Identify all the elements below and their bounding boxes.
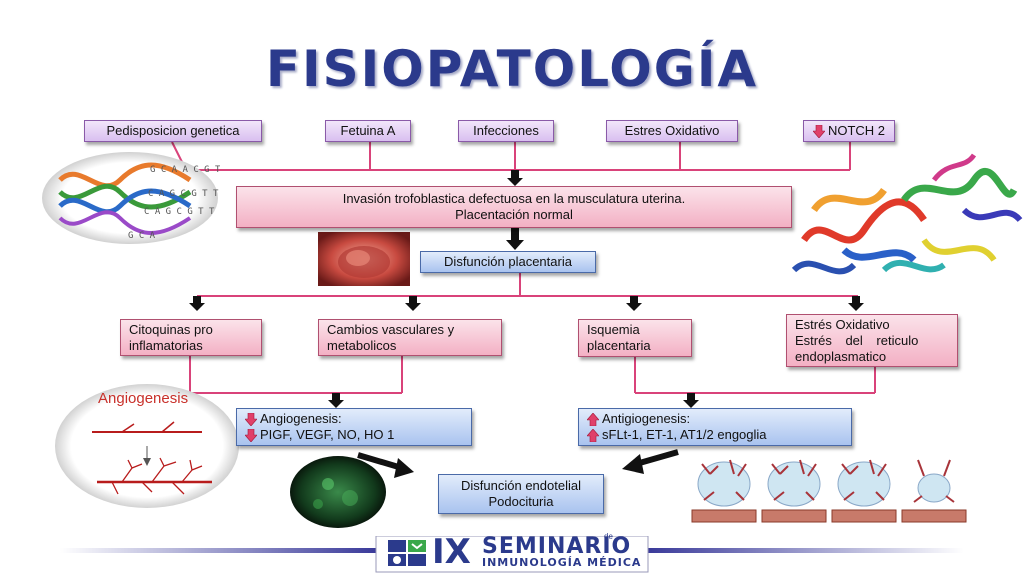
box-label: Pedisposicion genetica [106,123,240,138]
antiangiogenesis-box: Antigiogenesis: sFLt-1, ET-1, AT1/2 engo… [578,408,852,446]
dna-letters: C A G C G T T A G [148,189,220,199]
dna-letters: G C A [128,231,156,241]
box-line: Estrés del reticulo [795,332,919,348]
angiogenesis-title-row: Angiogenesis: [245,411,342,427]
diagonal-arrow [357,452,403,471]
dna-illustration: G C A A C G T C A G C G T T A G C A G C … [42,152,220,244]
diagonal-arrow [635,449,679,467]
seminar-logo-icon [388,540,426,566]
antiangiogenesis-factors-row: sFLt-1, ET-1, AT1/2 engoglia [587,427,767,443]
antiangiogenesis-title-row: Antigiogenesis: [587,411,690,427]
box-line: Podocituria [488,494,554,509]
box-line: placentaria [587,338,651,353]
down-arrow [506,228,524,250]
vascular-changes-box: Cambios vasculares y metabolicos [318,319,502,356]
dna-letters: G C A A C G T [150,165,220,175]
placental-ischemia-box: Isquemia placentaria [578,319,692,357]
box-label: Disfunción placentaria [444,254,572,269]
down-arrow [626,296,642,311]
angiogenesis-box: Angiogenesis: PIGF, VEGF, NO, HO 1 [236,408,472,446]
antiangiogenesis-factors: sFLt-1, ET-1, AT1/2 engoglia [602,427,767,442]
down-arrow [507,170,523,186]
down-arrow [405,296,421,311]
genetic-predisposition-box: Pedisposicion genetica [84,120,262,142]
box-line: Isquemia [587,322,640,337]
up-arrow-icon [587,412,599,426]
glomeruli-illustration [691,459,967,523]
box-line: Estrés Oxidativo [795,316,890,332]
box-line: Invasión trofoblastica defectuosa en la … [342,191,686,206]
placenta-photo [318,232,410,286]
box-line: Disfunción endotelial [461,478,581,493]
diagonal-arrowhead [622,454,644,474]
antiangiogenesis-title: Antigiogenesis: [602,411,691,426]
endothelial-dysfunction-box: Disfunción endotelial Podocituria [438,474,604,514]
down-arrow-icon [812,124,825,138]
seminar-roman-numeral: IX [432,532,471,572]
er-stress-box: Estrés Oxidativo Estrés del reticulo end… [786,314,958,367]
box-line: endoplasmatico [795,348,887,364]
box-line: inflamatorias [129,337,203,353]
fetuin-a-box: Fetuina A [325,120,411,142]
microscopy-image [290,456,386,528]
seminar-de: de [604,532,613,541]
box-line: Placentación normal [455,207,573,222]
box-label: Fetuina A [340,123,396,138]
down-arrow-icon [245,412,257,426]
angiogenesis-title: Angiogenesis: [260,411,342,426]
down-arrow [683,393,699,408]
up-arrow-icon [587,428,599,442]
diagonal-arrowhead [394,458,414,478]
box-line: Cambios vasculares y [327,321,455,337]
notch2-box: NOTCH 2 [803,120,895,142]
angiogenesis-image-label: Angiogenesis [98,390,189,407]
placental-dysfunction-box: Disfunción placentaria [420,251,596,273]
seminar-subtitle: INMUNOLOGÍA MÉDICA [482,556,642,569]
angiogenesis-illustration [55,384,239,508]
seminar-title: SEMINARIO [482,534,632,559]
cytokines-box: Citoquinas pro inflamatorias [120,319,262,356]
oxidative-stress-top-box: Estres Oxidativo [606,120,738,142]
down-arrow-icon [245,428,257,442]
box-line: Citoquinas pro [129,321,213,337]
slide-title: FISIOPATOLOGÍA [265,40,759,98]
dna-letters: C A G C G T T A G [144,207,220,217]
box-label: Estres Oxidativo [624,123,720,138]
box-label: Infecciones [473,123,539,138]
down-arrow [328,393,344,408]
down-arrow [189,296,205,311]
box-label: NOTCH 2 [827,123,886,138]
box-line: metabolicos [327,337,397,353]
protein-illustration [791,153,1023,275]
infections-box: Infecciones [458,120,554,142]
angiogenesis-factors: PIGF, VEGF, NO, HO 1 [260,427,395,442]
trophoblast-invasion-box: Invasión trofoblastica defectuosa en la … [236,186,792,228]
angiogenesis-factors-row: PIGF, VEGF, NO, HO 1 [245,427,394,443]
down-arrow [848,296,864,311]
